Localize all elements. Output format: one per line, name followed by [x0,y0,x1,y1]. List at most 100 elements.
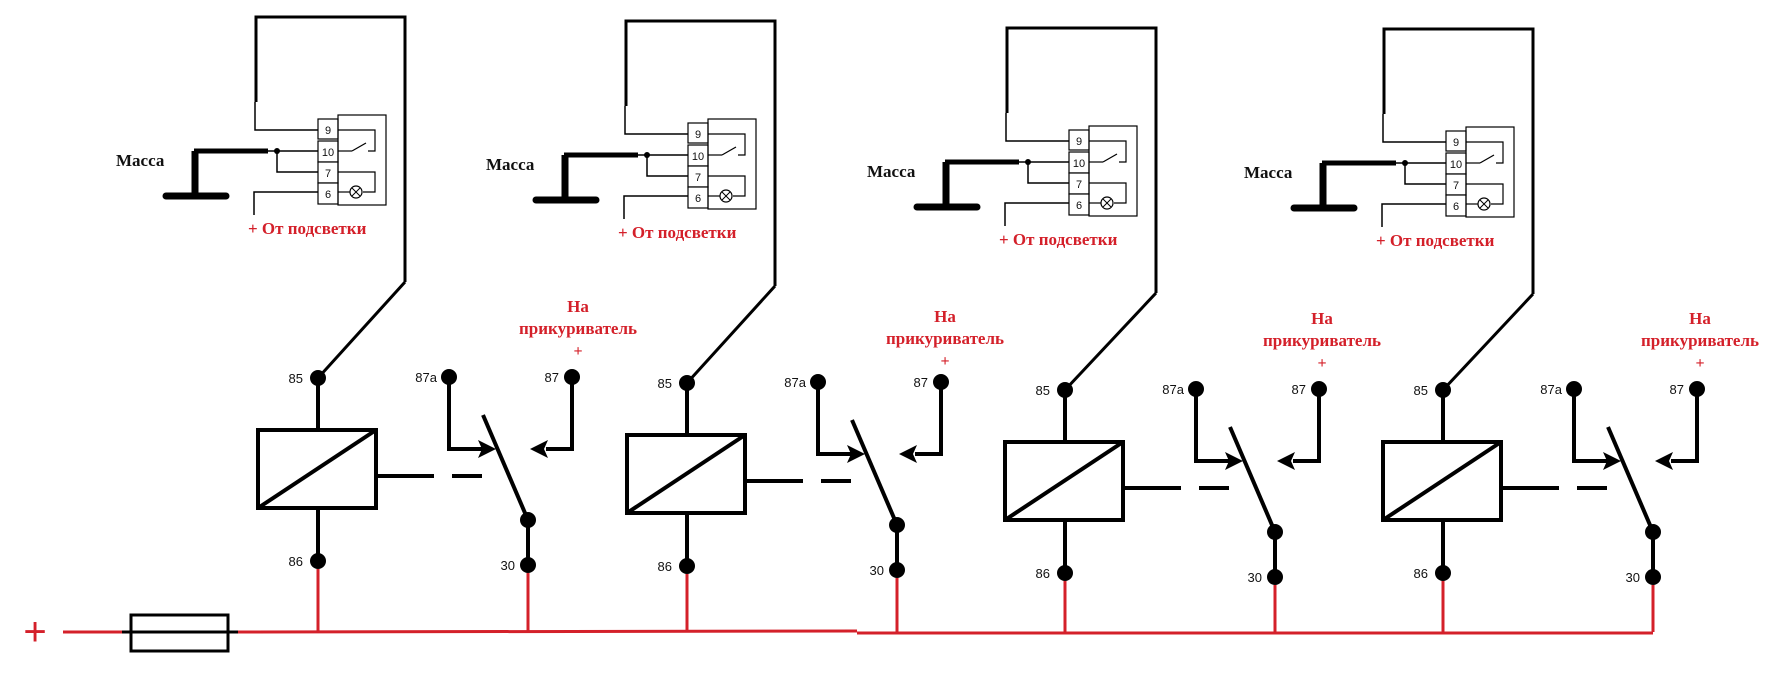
pin-87a-label: 87a [784,375,806,390]
wire-loop-thick [254,15,407,282]
pin-85[interactable] [679,375,695,391]
wire-87a [1194,389,1233,463]
pin-87[interactable] [933,374,949,390]
connector-pin-label: 9 [325,125,331,137]
pin-87a[interactable] [441,369,457,385]
pin-30[interactable] [520,557,536,573]
pin-85-label: 85 [658,376,672,391]
internal-wire-7 [1089,182,1127,204]
ground-bar-end-right [222,192,230,200]
dash-switch-section [1004,26,1158,392]
dash-switch-section [253,15,407,380]
pin-85[interactable] [1435,382,1451,398]
connector-pin-label: 7 [1076,179,1082,191]
pin-86[interactable] [310,553,326,569]
dash-switch-section [1381,27,1535,392]
arrow-87a-icon [478,440,496,458]
pin-30[interactable] [1645,569,1661,585]
pin-87[interactable] [1689,381,1705,397]
switch-contact-icon [1102,153,1118,163]
pin-87[interactable] [1311,381,1327,397]
pin-30[interactable] [1267,569,1283,585]
internal-wire-7 [1466,183,1504,205]
switch-housing [707,118,757,210]
pin-85[interactable] [1057,382,1073,398]
pin-87a[interactable] [810,374,826,390]
load-label-line2: прикуриватель [519,319,637,338]
connector-pin-label: 10 [1450,159,1462,171]
wire-diagonal-85 [685,284,777,385]
pin-87a[interactable] [1566,381,1582,397]
arrow-87a-icon [1225,452,1243,470]
load-label-plus: + [1695,355,1704,372]
ground-label: Масса [116,151,165,170]
pin-30-label: 30 [501,558,515,573]
pin-87-label: 87 [545,370,559,385]
pin-30-label: 30 [1248,570,1262,585]
pin-87[interactable] [564,369,580,385]
pin-30[interactable] [889,562,905,578]
pin-87a[interactable] [1188,381,1204,397]
dash-switch-section [623,19,777,385]
lamp-cross-b [1479,199,1489,209]
pin-87-label: 87 [914,375,928,390]
wire-backlight [1381,203,1446,227]
backlight-label: + От подсветки [999,230,1118,249]
load-label-plus: + [940,353,949,370]
pin-30-pivot[interactable] [520,512,536,528]
plus-sign-label: + [23,610,46,654]
ground-bar-end-right [973,203,981,211]
pin-87-label: 87 [1292,382,1306,397]
connector-pin-label: 7 [695,172,701,184]
connector-pin-label: 10 [322,147,334,159]
arrow-87-icon [530,440,548,458]
load-label-line1: На [567,297,589,316]
wire-87 [1293,389,1321,463]
switch-contact-icon [351,142,367,152]
backlight-label: + От подсветки [618,223,737,242]
relay: 85 86 87a 87 30 [1003,381,1327,632]
pin-30-pivot[interactable] [1645,524,1661,540]
bus-wire-main [237,629,858,634]
relay-switch-arm [481,414,530,521]
pin-30-pivot[interactable] [1267,524,1283,540]
relay-switch-arm [1606,426,1655,533]
switch-contact-icon [721,146,737,156]
pin-86-label: 86 [1036,566,1050,581]
wire-pin9 [624,121,688,135]
pin-86-label: 86 [1414,566,1428,581]
switch-housing [1465,126,1515,218]
load-label-line1: На [1689,309,1711,328]
switch-housing [1088,125,1138,217]
internal-wire-7 [338,171,376,193]
pin-86[interactable] [679,558,695,574]
power-supply: + [23,610,1653,654]
arrow-87a-icon [1603,452,1621,470]
load-label-plus: + [573,343,582,360]
load-label: На прикуриватель + [519,297,637,360]
pin-85-label: 85 [1036,383,1050,398]
internal-wire-9 [338,129,376,152]
pin-85[interactable] [310,370,326,386]
relay-coil-diagonal [256,428,378,510]
pin-86[interactable] [1435,565,1451,581]
pin-86[interactable] [1057,565,1073,581]
pin-30-pivot[interactable] [889,517,905,533]
relay-coil-diagonal [625,433,747,515]
ground-bar-end-left [1290,204,1298,212]
pin-87a-label: 87a [1162,382,1184,397]
wire-pin9 [1005,128,1069,142]
lamp-cross-b [1102,198,1112,208]
wire-87a [1572,389,1611,463]
wire-pin9 [254,117,318,131]
arrow-87-icon [1277,452,1295,470]
